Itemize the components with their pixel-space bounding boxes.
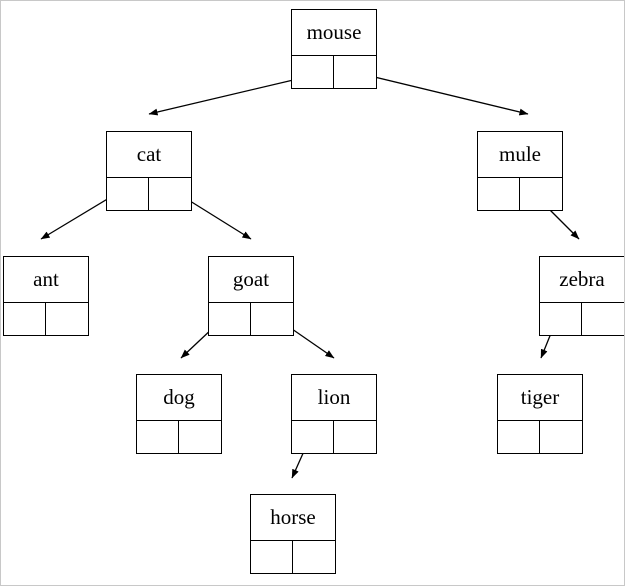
node-left-pointer-cell[interactable] [292, 56, 334, 88]
node-right-pointer-cell[interactable] [582, 303, 624, 335]
tree-edge-mouse-right-to-mule [357, 72, 529, 116]
tree-node-ant[interactable]: ant [3, 256, 89, 336]
tree-node-horse[interactable]: horse [250, 494, 336, 574]
node-left-pointer-cell[interactable] [4, 303, 46, 335]
node-left-pointer-cell[interactable] [209, 303, 251, 335]
node-pointer-cells [107, 178, 191, 210]
node-pointer-cells [292, 421, 376, 453]
node-pointer-cells [292, 56, 376, 88]
tree-node-dog[interactable]: dog [136, 374, 222, 454]
node-label: zebra [540, 257, 624, 303]
node-left-pointer-cell[interactable] [251, 541, 293, 573]
node-right-pointer-cell[interactable] [334, 56, 376, 88]
node-right-pointer-cell[interactable] [520, 178, 562, 210]
node-right-pointer-cell[interactable] [46, 303, 88, 335]
node-pointer-cells [4, 303, 88, 335]
node-label: horse [251, 495, 335, 541]
node-right-pointer-cell[interactable] [334, 421, 376, 453]
node-right-pointer-cell[interactable] [251, 303, 293, 335]
node-label: goat [209, 257, 293, 303]
node-right-pointer-cell[interactable] [149, 178, 191, 210]
node-pointer-cells [498, 421, 582, 453]
node-right-pointer-cell[interactable] [540, 421, 582, 453]
node-label: mule [478, 132, 562, 178]
tree-node-cat[interactable]: cat [106, 131, 192, 211]
node-label: tiger [498, 375, 582, 421]
tree-node-zebra[interactable]: zebra [539, 256, 624, 336]
node-label: mouse [292, 10, 376, 56]
node-label: cat [107, 132, 191, 178]
node-pointer-cells [251, 541, 335, 573]
tree-node-mouse[interactable]: mouse [291, 9, 377, 89]
node-label: ant [4, 257, 88, 303]
node-right-pointer-cell[interactable] [179, 421, 221, 453]
node-right-pointer-cell[interactable] [293, 541, 335, 573]
node-left-pointer-cell[interactable] [137, 421, 179, 453]
node-label: lion [292, 375, 376, 421]
tree-node-mule[interactable]: mule [477, 131, 563, 211]
tree-node-tiger[interactable]: tiger [497, 374, 583, 454]
tree-node-lion[interactable]: lion [291, 374, 377, 454]
node-pointer-cells [540, 303, 624, 335]
node-pointer-cells [137, 421, 221, 453]
node-label: dog [137, 375, 221, 421]
node-pointer-cells [478, 178, 562, 210]
node-left-pointer-cell[interactable] [292, 421, 334, 453]
node-pointer-cells [209, 303, 293, 335]
node-left-pointer-cell[interactable] [478, 178, 520, 210]
node-left-pointer-cell[interactable] [498, 421, 540, 453]
node-left-pointer-cell[interactable] [107, 178, 149, 210]
node-left-pointer-cell[interactable] [540, 303, 582, 335]
tree-node-goat[interactable]: goat [208, 256, 294, 336]
tree-edge-mouse-left-to-cat [148, 76, 307, 116]
